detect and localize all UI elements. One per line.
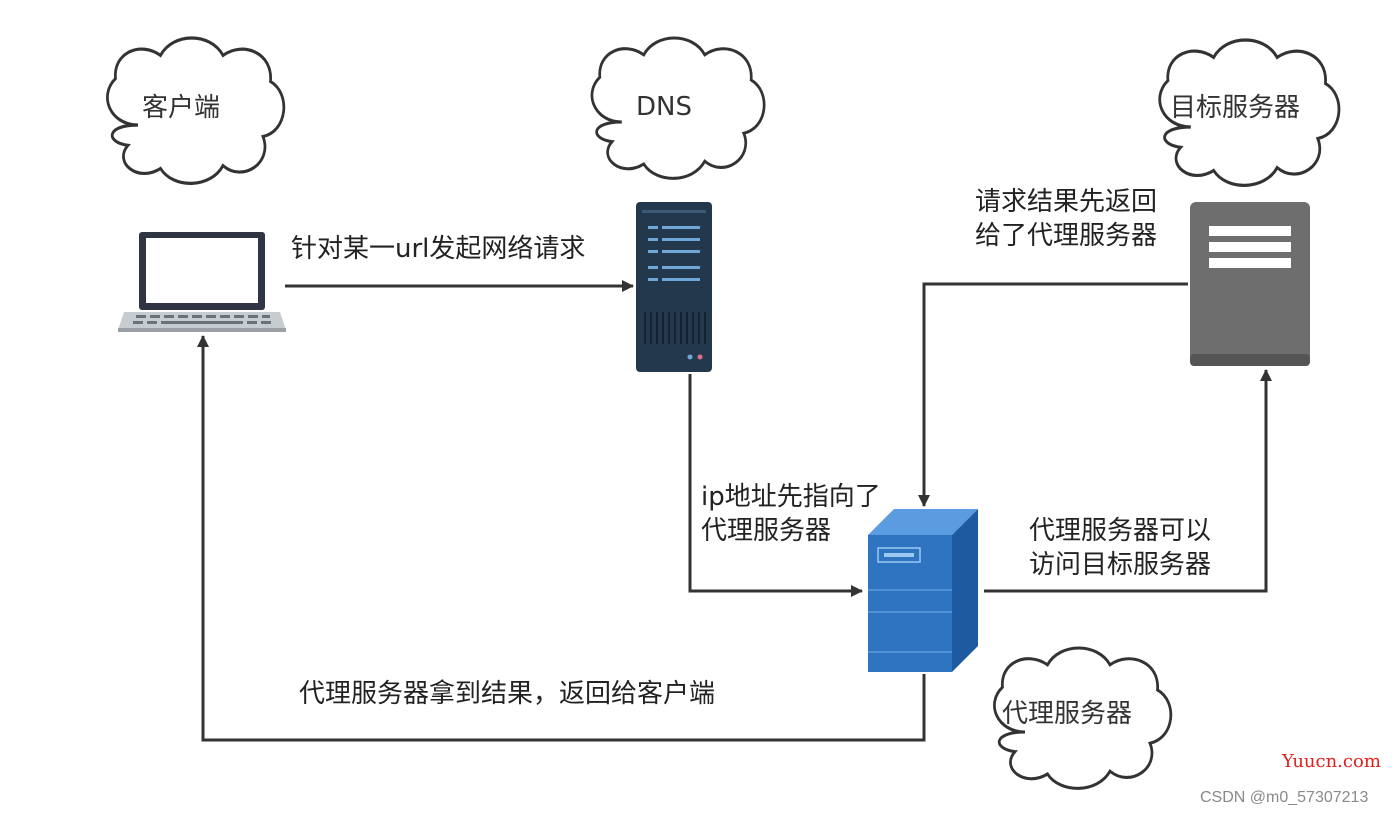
proxy-server-label: 代理服务器 <box>1002 699 1133 729</box>
dns-server-icon <box>636 202 712 372</box>
dns-label: DNS <box>636 92 692 122</box>
proxy-server-icon <box>868 509 978 672</box>
laptop-icon <box>118 232 286 332</box>
edge-proxy-to-client <box>197 335 926 742</box>
edge-label-client-to-dns: 针对某一url发起网络请求 <box>291 234 586 264</box>
edge-label-proxy-to-client: 代理服务器拿到结果，返回给客户端 <box>299 679 716 709</box>
edge-label-proxy-to-target-line2: 访问目标服务器 <box>1029 550 1212 580</box>
watermark-site: Yuucn.com <box>1282 751 1381 772</box>
edge-target-to-proxy <box>918 282 1188 507</box>
target-server-label: 目标服务器 <box>1170 93 1301 123</box>
edge-dns-to-proxy <box>688 374 863 597</box>
edge-label-target-to-proxy-line1: 请求结果先返回 <box>975 187 1158 217</box>
target-server-icon <box>1190 202 1310 366</box>
edge-label-target-to-proxy-line2: 给了代理服务器 <box>975 221 1158 251</box>
watermark-author: CSDN @m0_57307213 <box>1200 789 1369 806</box>
edge-label-dns-to-proxy-line2: 代理服务器 <box>701 516 832 546</box>
edge-label-dns-to-proxy-line1: ip地址先指向了 <box>701 482 881 512</box>
edge-label-proxy-to-target-line1: 代理服务器可以 <box>1029 516 1212 546</box>
edge-proxy-to-target <box>984 369 1272 593</box>
client-label: 客户端 <box>142 93 221 123</box>
